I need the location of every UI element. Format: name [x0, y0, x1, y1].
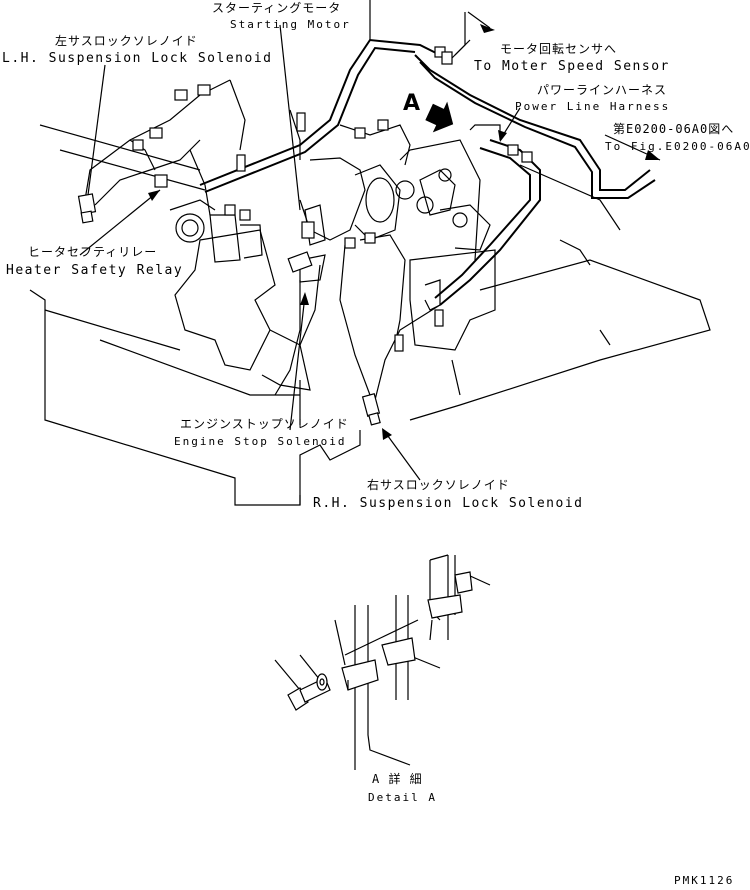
heater-relay-label-en: Heater Safety Relay — [6, 263, 184, 278]
detail-a-title-en: Detail A — [368, 791, 437, 804]
engine-stop-label-jp: エンジンストップソレノイド — [180, 417, 349, 431]
connectors — [132, 46, 533, 352]
leader-arrow-icon — [148, 24, 660, 440]
detail-a-title-jp: A 詳 細 — [372, 772, 423, 786]
leader-lines — [79, 11, 661, 481]
view-arrow-icon — [425, 101, 454, 133]
washer-icon — [316, 673, 328, 691]
starting-motor-label-jp: スターティングモータ — [212, 1, 342, 15]
harness-wires — [84, 0, 656, 401]
power-harness-label-jp: パワーラインハーネス — [537, 83, 668, 97]
rh-solenoid-label-jp: 右サスロックソレノイド — [367, 478, 510, 492]
detail-a-drawing — [274, 554, 491, 770]
solenoids — [77, 193, 381, 426]
lh-solenoid-label-en: L.H. Suspension Lock Solenoid — [2, 51, 273, 66]
fig-ref-label-jp: 第E0200-06A0図へ — [613, 122, 735, 136]
speed-sensor-label-en: To Moter Speed Sensor — [474, 59, 670, 74]
engine-block — [169, 124, 501, 391]
rh-solenoid-label-en: R.H. Suspension Lock Solenoid — [313, 496, 584, 511]
drawing-code: PMK1126 — [674, 874, 735, 887]
power-harness-label-en: Power Line Harness — [515, 100, 671, 113]
starting-motor-label-en: Starting Motor — [230, 18, 351, 31]
engine-stop-label-en: Engine Stop Solenoid — [174, 435, 347, 448]
machine-frame — [29, 124, 711, 506]
view-marker-a: A — [403, 91, 421, 116]
fig-ref-label-en: To Fig.E0200-06A0 — [605, 140, 750, 153]
lh-solenoid-label-jp: 左サスロックソレノイド — [55, 34, 198, 48]
speed-sensor-label-jp: モータ回転センサへ — [500, 42, 618, 56]
heater-relay-label-jp: ヒータセフティリレー — [28, 245, 158, 259]
clamp-icon — [341, 571, 473, 691]
